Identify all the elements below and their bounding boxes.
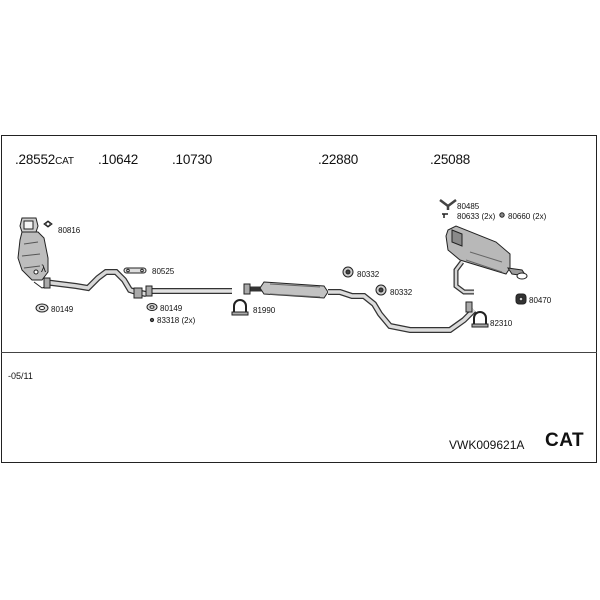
part-label-80485: 80485 xyxy=(457,202,480,211)
part-label-80633: 80633 (2x) xyxy=(457,212,496,221)
nut-80660[interactable] xyxy=(499,212,505,218)
diagram-frame xyxy=(1,135,597,463)
clamp-81990[interactable] xyxy=(231,299,249,316)
catalytic-converter[interactable] xyxy=(17,217,49,289)
clamp-82310[interactable] xyxy=(471,311,489,328)
part-label-80332-a: 80332 xyxy=(357,270,380,279)
rubber-mount-80332-a[interactable] xyxy=(342,266,354,278)
gasket-80149-b[interactable] xyxy=(146,303,158,311)
section-number-cat: .28552CAT xyxy=(15,152,74,167)
bolt-83318[interactable] xyxy=(149,317,155,323)
middle-silencer[interactable] xyxy=(243,281,477,333)
section-number-middle-silencer: .22880 xyxy=(318,152,359,167)
part-label-80525: 80525 xyxy=(152,267,175,276)
document-type: CAT xyxy=(545,430,585,451)
lambda-sensor-label: λ xyxy=(41,264,46,275)
document-code: VWK009621A xyxy=(449,438,525,452)
part-label-80332-b: 80332 xyxy=(390,288,413,297)
section-number-rear-silencer: .25088 xyxy=(430,152,471,167)
intermediate-pipe[interactable] xyxy=(145,285,232,297)
production-date-note: -05/11 xyxy=(8,371,33,381)
part-label-82310: 82310 xyxy=(490,319,513,328)
bolt-80633[interactable] xyxy=(442,213,448,218)
hanger-80525[interactable] xyxy=(123,267,147,274)
part-label-81990: 81990 xyxy=(253,306,276,315)
rubber-mount-80470[interactable] xyxy=(515,293,527,305)
section-number-intermediate-pipe: .10730 xyxy=(172,152,213,167)
front-pipe[interactable] xyxy=(43,269,147,299)
rubber-mount-80332-b[interactable] xyxy=(375,284,387,296)
part-label-80816: 80816 xyxy=(58,226,81,235)
part-label-80149-a: 80149 xyxy=(51,305,74,314)
part-label-80660: 80660 (2x) xyxy=(508,212,547,221)
section-separator xyxy=(1,352,597,353)
rear-silencer[interactable] xyxy=(445,225,528,295)
gasket-80816[interactable] xyxy=(43,220,53,228)
bracket-80485[interactable] xyxy=(439,199,457,210)
section-number-front-pipe: .10642 xyxy=(98,152,139,167)
part-label-83318: 83318 (2x) xyxy=(157,316,196,325)
part-label-80149-b: 80149 xyxy=(160,304,183,313)
part-label-80470: 80470 xyxy=(529,296,552,305)
gasket-80149-a[interactable] xyxy=(35,303,49,313)
